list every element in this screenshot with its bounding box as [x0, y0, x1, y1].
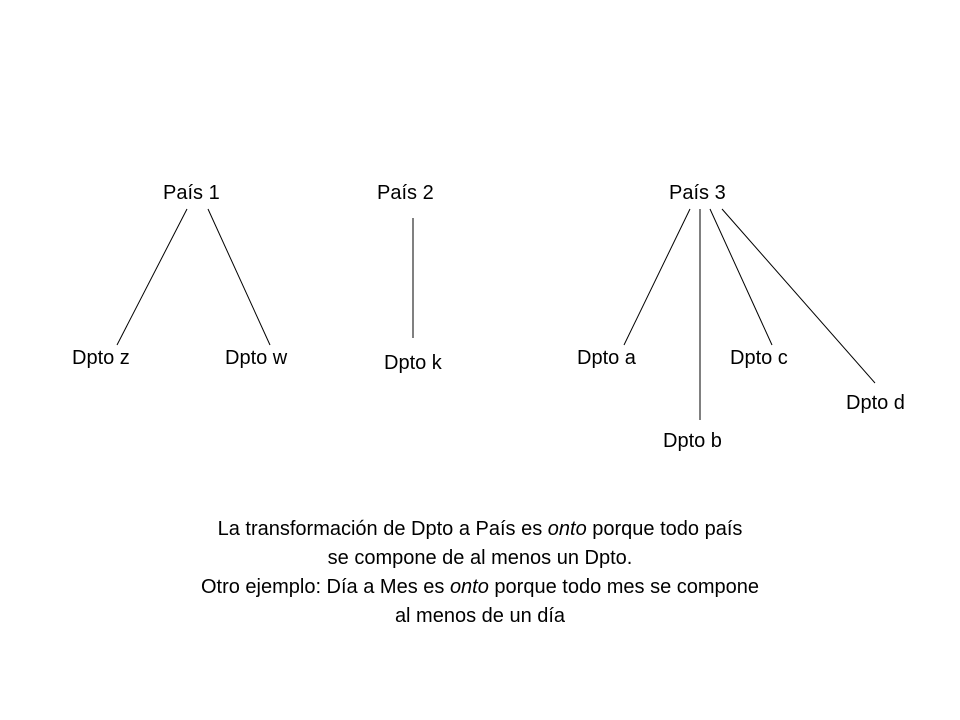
node-dpto-k: Dpto k: [384, 352, 442, 374]
caption-line-4: al menos de un día: [394, 605, 566, 627]
edge-pais3-dpto-d: [721, 208, 876, 384]
node-dpto-z: Dpto z: [72, 347, 130, 369]
caption-text: La transformación de Dpto a País es onto…: [80, 515, 880, 631]
node-pais-1: País 1: [163, 182, 220, 204]
node-dpto-b: Dpto b: [663, 430, 722, 452]
edge-pais1-dpto-z: [116, 208, 188, 346]
node-pais-2: País 2: [377, 182, 434, 204]
node-dpto-a: Dpto a: [577, 347, 636, 369]
node-dpto-w: Dpto w: [225, 347, 288, 369]
node-dpto-c: Dpto c: [730, 347, 788, 369]
caption-line-3: Otro ejemplo: Día a Mes es onto porque t…: [200, 576, 760, 598]
node-pais-3: País 3: [669, 182, 726, 204]
edge-pais1-dpto-w: [207, 208, 271, 346]
caption-line-2: se compone de al menos un Dpto.: [327, 547, 633, 569]
edge-pais3-dpto-c: [709, 208, 773, 346]
edge-pais3-dpto-a: [623, 208, 691, 346]
node-dpto-d: Dpto d: [846, 392, 905, 414]
caption-line-1: La transformación de Dpto a País es onto…: [217, 518, 743, 540]
